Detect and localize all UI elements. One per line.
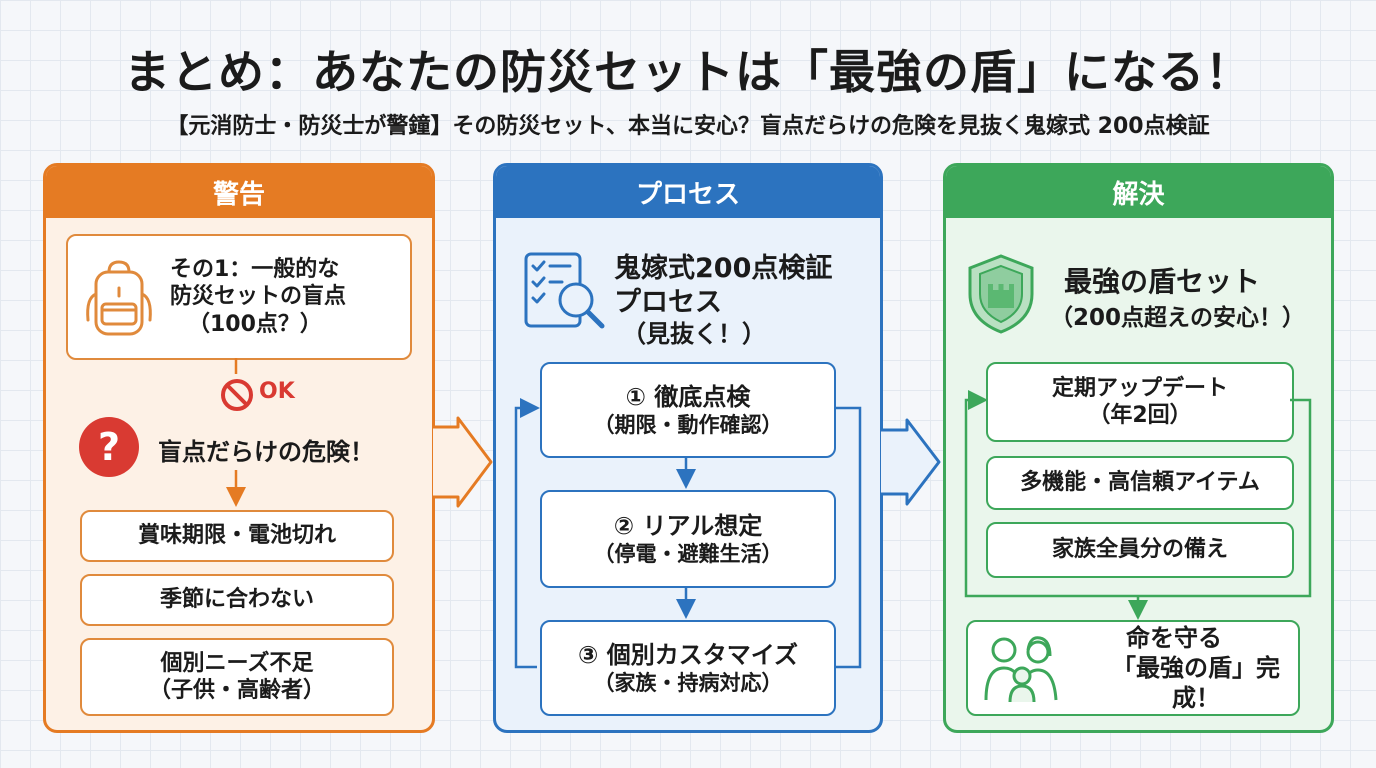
process-intro-line3: （見抜く！） [622,320,766,348]
result-card: 命を守る 「最強の盾」完成！ [966,620,1300,716]
question-icon: ? [79,417,139,477]
solution-item-label: 定期アップデート [1051,375,1228,401]
solution-panel: 解決 最強の盾セット （200点超えの安心！） 定期アップデート （年2回） 多… [943,163,1334,733]
process-step-2: ② リアル想定 （停電・避難生活） [540,490,836,588]
family-icon [984,636,1058,703]
page-title: まとめ：あなたの防災セットは「最強の盾」になる！ [124,45,1252,99]
general-kit-card: その1：一般的な 防災セットの盲点 （100点？） [66,234,412,360]
ok-label: OK [259,379,295,404]
solution-item-label: 多機能・高信頼アイテム [1020,470,1260,496]
warning-item-label: 季節に合わない [159,587,314,613]
page-subtitle: 【元消防士・防災士が警鐘】その防災セット、本当に安心？盲点だらけの危険を見抜く鬼… [166,114,1210,139]
process-intro-line2: プロセス [614,287,722,318]
solution-item-update: 定期アップデート （年2回） [986,362,1294,442]
step-title: ① 徹底点検 [625,382,751,411]
solution-intro-line2: （200点超えの安心！） [1050,305,1306,331]
process-step-3: ③ 個別カスタマイズ （家族・持病対応） [540,620,836,716]
step-title: ② リアル想定 [613,511,763,540]
arrow-process-to-solution [881,418,941,506]
process-heading: プロセス [496,166,880,218]
solution-item-label: 家族全員分の備え [1051,537,1228,563]
step-detail: （期限・動作確認） [593,412,783,437]
arrow-warning-to-process [433,416,493,508]
step-detail: （家族・持病対応） [593,670,783,695]
warning-item-needs: 個別ニーズ不足 （子供・高齢者） [80,638,394,716]
checklist-magnifier-icon [524,252,605,329]
svg-text:?: ? [98,425,120,469]
warning-item-season: 季節に合わない [80,574,394,626]
process-panel: プロセス 鬼嫁式200点検証 プロセス （見抜く！） ① 徹底点検 （期限・動作… [493,163,883,733]
step-detail: （停電・避難生活） [593,541,783,566]
warning-heading: 警告 [46,166,432,218]
process-intro-line1: 鬼嫁式200点検証 [614,253,833,284]
backpack-icon [86,260,152,336]
danger-text: 盲点だらけの危険！ [158,438,374,466]
prohibited-icon [221,379,253,411]
warning-item-sublabel: （子供・高齢者） [148,678,325,703]
solution-item-family: 家族全員分の備え [986,522,1294,578]
warning-item-expiry: 賞味期限・電池切れ [80,510,394,562]
result-line2: 「最強の盾」完成！ [1112,654,1280,712]
warning-item-label: 賞味期限・電池切れ [137,523,336,549]
warning-item-label: 個別ニーズ不足 [160,650,314,676]
warning-panel: 警告 その1：一般的な 防災セットの盲点 （100点？） OK ? 盲点だらけの… [43,163,435,733]
solution-intro-line1: 最強の盾セット [1064,265,1261,298]
general-kit-line3: （100点？） [188,311,322,337]
solution-item-sublabel: （年2回） [1088,403,1192,428]
general-kit-line1: その1：一般的な [170,256,340,282]
solution-heading: 解決 [946,166,1331,218]
result-line1: 命を守る [1126,624,1222,652]
process-step-1: ① 徹底点検 （期限・動作確認） [540,362,836,458]
step-title: ③ 個別カスタマイズ [578,640,798,669]
solution-item-reliable: 多機能・高信頼アイテム [986,456,1294,510]
general-kit-line2: 防災セットの盲点 [170,284,347,310]
shield-icon [968,254,1034,334]
